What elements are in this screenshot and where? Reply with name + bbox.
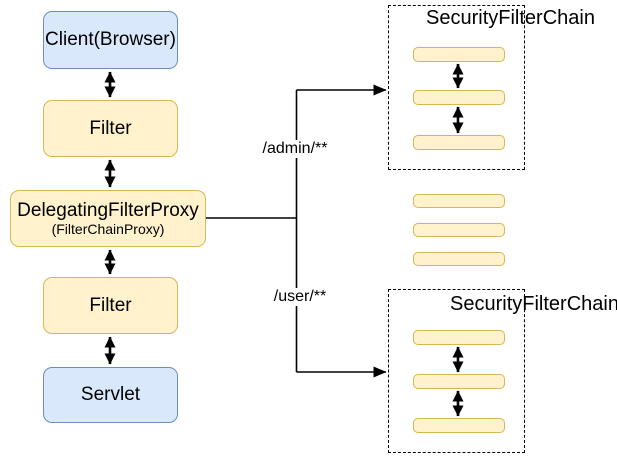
servlet-node: Servlet xyxy=(43,367,178,423)
filter-slot xyxy=(413,330,505,345)
filter-slot xyxy=(413,135,505,150)
admin-route-label: /admin/** xyxy=(260,140,330,158)
security-filter-chain-bottom-box xyxy=(388,289,525,453)
filter-slot xyxy=(413,90,505,105)
ellipsis-slot xyxy=(413,194,505,208)
delegating-filter-proxy-node: DelegatingFilterProxy (FilterChainProxy) xyxy=(10,190,206,247)
security-filter-chain-top-title: SecurityFilterChain xyxy=(426,7,595,29)
ellipsis-slot xyxy=(413,252,505,266)
client-browser-node: Client(Browser) xyxy=(43,11,178,69)
ellipsis-slot xyxy=(413,223,505,237)
security-filter-chain-top-box xyxy=(388,5,525,170)
filter-slot xyxy=(413,418,505,433)
filter-slot xyxy=(413,47,505,62)
filter-bottom-node: Filter xyxy=(43,277,178,334)
filter-slot xyxy=(413,374,505,389)
filter-top-node: Filter xyxy=(43,100,178,157)
security-filter-chain-bottom-title: SecurityFilterChain xyxy=(450,293,617,315)
proxy-subtitle: (FilterChainProxy) xyxy=(51,221,165,238)
user-route-label: /user/** xyxy=(271,288,329,306)
proxy-title: DelegatingFilterProxy xyxy=(17,199,199,221)
